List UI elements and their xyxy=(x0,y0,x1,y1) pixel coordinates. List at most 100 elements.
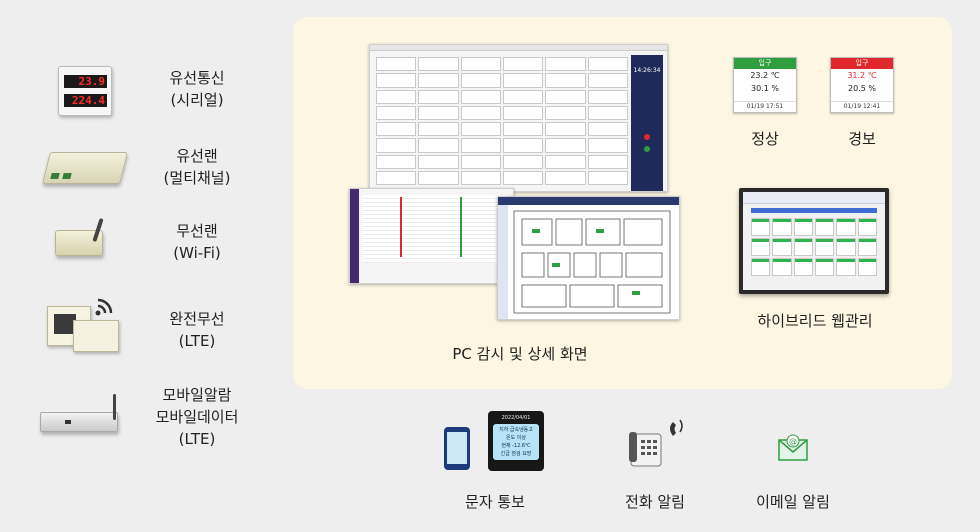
sensor-cell xyxy=(587,89,628,104)
sensor-cell-status-bar xyxy=(794,259,812,262)
sensor-cell xyxy=(815,218,835,236)
sensor-cell xyxy=(545,154,586,169)
sensor-cell xyxy=(587,138,628,153)
sensor-cell xyxy=(418,105,459,120)
sensor-cell xyxy=(460,105,501,120)
sensor-cell xyxy=(502,122,544,137)
sensor-cell xyxy=(545,73,586,88)
sensor-cell xyxy=(751,258,771,276)
floor-plan-screen xyxy=(497,196,680,320)
sms-line: 온도 이상 xyxy=(506,435,526,441)
display-value-2: 224.4 xyxy=(64,94,107,107)
email-caption: 이메일 알림 xyxy=(756,493,830,511)
sensor-temperature: 31.2 ℃ xyxy=(847,71,877,80)
device-label-wifi: 무선랜 (Wi-Fi) xyxy=(137,220,257,264)
device-label-line: (시리얼) xyxy=(170,91,224,109)
sensor-cell xyxy=(587,170,628,185)
sensor-cell xyxy=(772,238,792,256)
sensor-cell xyxy=(793,238,813,256)
floor-plan-drawing xyxy=(513,210,671,314)
sensor-cell-status-bar xyxy=(752,219,770,222)
sensor-cell-status-bar xyxy=(773,259,791,262)
sensor-cell xyxy=(418,73,459,88)
sensor-cell-status-bar xyxy=(752,259,770,262)
sensor-cell xyxy=(376,122,417,137)
sensor-cell xyxy=(460,73,501,88)
sensor-cell xyxy=(836,238,856,256)
device-label-line: (멀티채널) xyxy=(163,169,231,187)
sms-caption: 문자 통보 xyxy=(465,493,525,511)
device-label-lte: 완전무선 (LTE) xyxy=(137,308,257,352)
port-led xyxy=(50,173,60,179)
floor-plan-sidebar xyxy=(498,205,508,319)
web-tab-bar xyxy=(751,208,877,213)
sms-message-screen: 2022/04/01 지하 급속냉동고 온도 이상 현재 -12.6℃ 긴급 점… xyxy=(488,411,544,471)
web-management-monitor xyxy=(739,188,889,294)
sensor-humidity: 20.5 % xyxy=(848,84,876,93)
sensor-cell xyxy=(418,57,459,72)
sensor-cell-status-bar xyxy=(794,239,812,242)
sensor-cell xyxy=(836,218,856,236)
sensor-timestamp: 01/19 12:41 xyxy=(831,101,893,112)
sensor-cell xyxy=(502,89,544,104)
sensor-cell xyxy=(545,89,586,104)
sensor-cell xyxy=(376,154,417,169)
sensor-cell xyxy=(793,218,813,236)
sensor-cell xyxy=(751,218,771,236)
sms-line: 긴급 점검 요망 xyxy=(500,451,532,457)
device-label-line: (LTE) xyxy=(178,332,216,350)
sensor-cell xyxy=(545,170,586,185)
lte-transmitter-device xyxy=(73,320,119,352)
sms-line: 현재 -12.6℃ xyxy=(501,443,531,449)
sensor-cell xyxy=(545,138,586,153)
window-titlebar xyxy=(370,45,667,51)
device-label-line: 완전무선 xyxy=(169,310,225,328)
device-label-line: 유선랜 xyxy=(176,147,218,165)
sensor-cell xyxy=(772,218,792,236)
device-label-line: (LTE) xyxy=(178,430,216,448)
sensor-cell xyxy=(545,122,586,137)
sensor-cell xyxy=(772,258,792,276)
sensor-temperature: 23.2 ℃ xyxy=(750,71,780,80)
sensor-cell xyxy=(502,73,544,88)
wireless-signal-icon xyxy=(95,298,113,316)
sensor-card-header: 입구 xyxy=(734,58,796,69)
normal-indicator xyxy=(644,146,650,152)
sensor-cell-status-bar xyxy=(837,219,855,222)
sensor-cell xyxy=(587,154,628,169)
sensor-cell-status-bar xyxy=(773,239,791,242)
normal-caption: 정상 xyxy=(751,130,779,148)
display-value-1: 23.9 xyxy=(64,75,107,88)
sensor-cell xyxy=(857,218,877,236)
telephone-icon xyxy=(629,419,683,467)
sensor-cell xyxy=(460,154,501,169)
antenna-icon xyxy=(113,394,116,420)
sensor-cell xyxy=(502,57,544,72)
web-management-screen xyxy=(743,192,885,290)
device-label-lan: 유선랜 (멀티채널) xyxy=(137,145,257,189)
sensor-cell xyxy=(502,154,544,169)
svg-text:@: @ xyxy=(789,437,797,446)
sensor-cell xyxy=(376,89,417,104)
sensor-grid xyxy=(376,57,628,185)
sensor-cell xyxy=(376,57,417,72)
device-label-line: 유선통신 xyxy=(169,69,225,87)
sensor-cell-status-bar xyxy=(837,239,855,242)
device-label-serial: 유선통신 (시리얼) xyxy=(137,67,257,111)
sensor-cell xyxy=(418,89,459,104)
sensor-humidity: 30.1 % xyxy=(751,84,779,93)
sensor-cell xyxy=(460,57,501,72)
sensor-cell xyxy=(418,122,459,137)
sensor-cell xyxy=(460,89,501,104)
sensor-cell xyxy=(418,138,459,153)
sensor-cell xyxy=(587,57,628,72)
sensor-cell xyxy=(418,170,459,185)
sensor-cell xyxy=(376,170,417,185)
sensor-cell-status-bar xyxy=(858,259,876,262)
sensor-cell xyxy=(815,238,835,256)
pc-monitoring-screen: 14:26:34 xyxy=(369,44,668,192)
detail-sidebar xyxy=(350,189,359,283)
sensor-cell xyxy=(460,170,501,185)
sensor-card-header: 입구 xyxy=(831,58,893,69)
sensor-cell xyxy=(857,258,877,276)
